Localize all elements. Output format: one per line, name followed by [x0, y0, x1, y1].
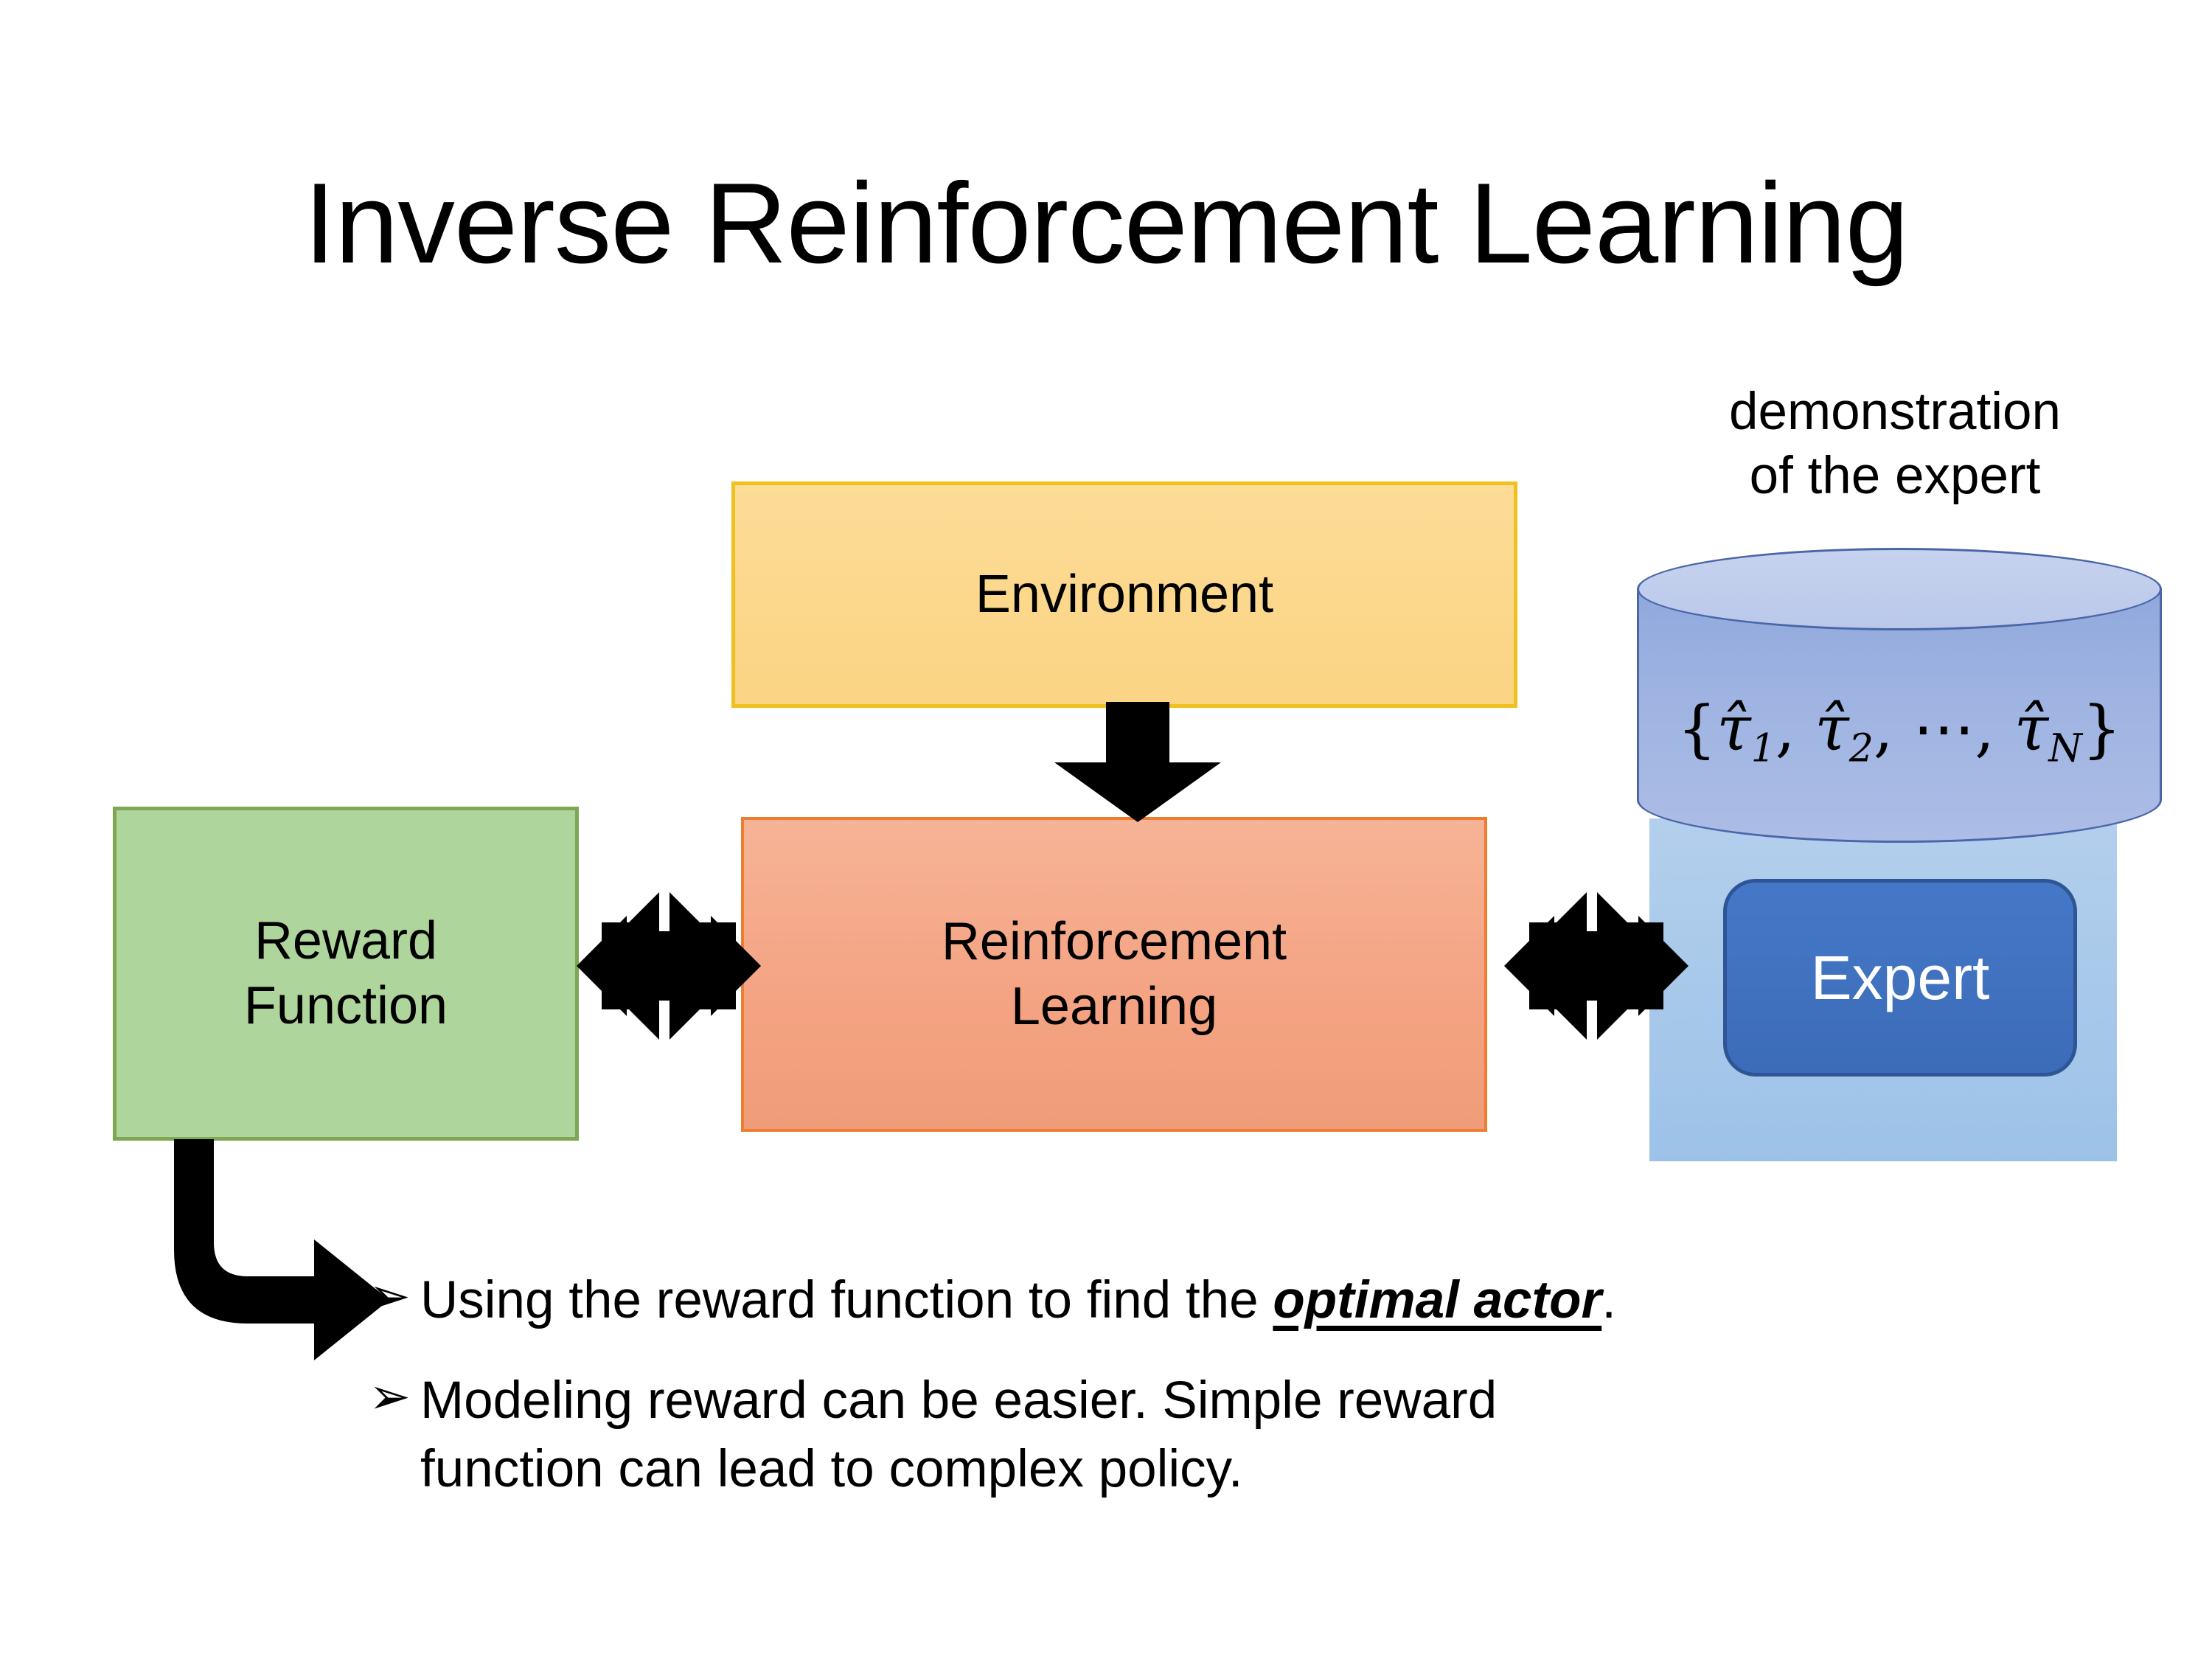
- bullet-1-text-before: Using the reward function to find the: [420, 1271, 1273, 1329]
- node-reward-label: Reward Function: [116, 909, 575, 1039]
- tau-hat-1: τ̂: [1717, 692, 1751, 765]
- datastore-caption-line1: demonstration: [1729, 383, 2061, 441]
- tau-hat-n: τ̂: [2014, 692, 2049, 765]
- cylinder-body: [1637, 588, 2162, 843]
- bullet-1-text-after: .: [1601, 1271, 1616, 1329]
- cylinder-top-ellipse: [1637, 548, 2162, 630]
- trajectory-set-formula: {τ̂1, τ̂2, ⋯, τ̂N}: [1637, 692, 2162, 771]
- bullet-2-line1: Modeling reward can be easier. Simple re…: [420, 1371, 1498, 1430]
- bullet-marker-icon: ➢: [369, 1368, 411, 1425]
- bullet-item-1-text: Using the reward function to find the op…: [420, 1267, 2094, 1335]
- formula-comma-2: , ⋯,: [1873, 692, 2014, 765]
- node-reinforcement-learning[interactable]: Reinforcement Learning: [741, 817, 1487, 1132]
- node-environment[interactable]: Environment: [731, 481, 1517, 708]
- bullet-marker-icon: ➢: [369, 1268, 411, 1324]
- bullet-1-emphasis: optimal actor: [1273, 1271, 1602, 1329]
- tau-hat-2: τ̂: [1815, 692, 1849, 765]
- tau-n-subscript: N: [2048, 726, 2082, 771]
- formula-open-brace: {: [1677, 692, 1717, 765]
- bullet-item-1: ➢ Using the reward function to find the …: [369, 1267, 2094, 1335]
- node-environment-label: Environment: [975, 564, 1274, 624]
- datastore-caption: demonstration of the expert: [1600, 380, 2190, 508]
- arrow-environment-to-rl-icon: [1054, 702, 1221, 822]
- page-title: Inverse Reinforcement Learning: [304, 159, 1909, 287]
- formula-comma-1: ,: [1775, 692, 1815, 765]
- node-rl-label-line2: Learning: [1010, 976, 1218, 1036]
- demonstration-datastore-cylinder: {τ̂1, τ̂2, ⋯, τ̂N}: [1637, 548, 2162, 843]
- bullet-list: ➢ Using the reward function to find the …: [369, 1267, 2094, 1536]
- bullet-item-2-text: Modeling reward can be easier. Simple re…: [420, 1367, 2094, 1503]
- bullet-item-2: ➢ Modeling reward can be easier. Simple …: [369, 1367, 2094, 1503]
- formula-close-brace: }: [2081, 692, 2122, 765]
- node-expert[interactable]: Expert: [1723, 879, 2077, 1077]
- datastore-caption-line2: of the expert: [1749, 446, 2041, 505]
- tau-2-subscript: 2: [1848, 726, 1874, 771]
- node-reward-label-line2: Function: [243, 975, 448, 1035]
- arrow-reward-to-bullets-bent-icon: [174, 1139, 389, 1360]
- bullet-2-line2: function can lead to complex policy.: [420, 1439, 1243, 1498]
- node-reward-function[interactable]: Reward Function: [113, 807, 579, 1141]
- node-rl-label-line1: Reinforcement: [941, 911, 1287, 971]
- node-reward-label-line1: Reward: [254, 911, 438, 970]
- node-expert-label: Expert: [1810, 942, 1990, 1012]
- tau-1-subscript: 1: [1750, 726, 1775, 771]
- arrow-reward-to-rl-quad-icon: [577, 880, 761, 1054]
- node-rl-label: Reinforcement Learning: [744, 910, 1484, 1040]
